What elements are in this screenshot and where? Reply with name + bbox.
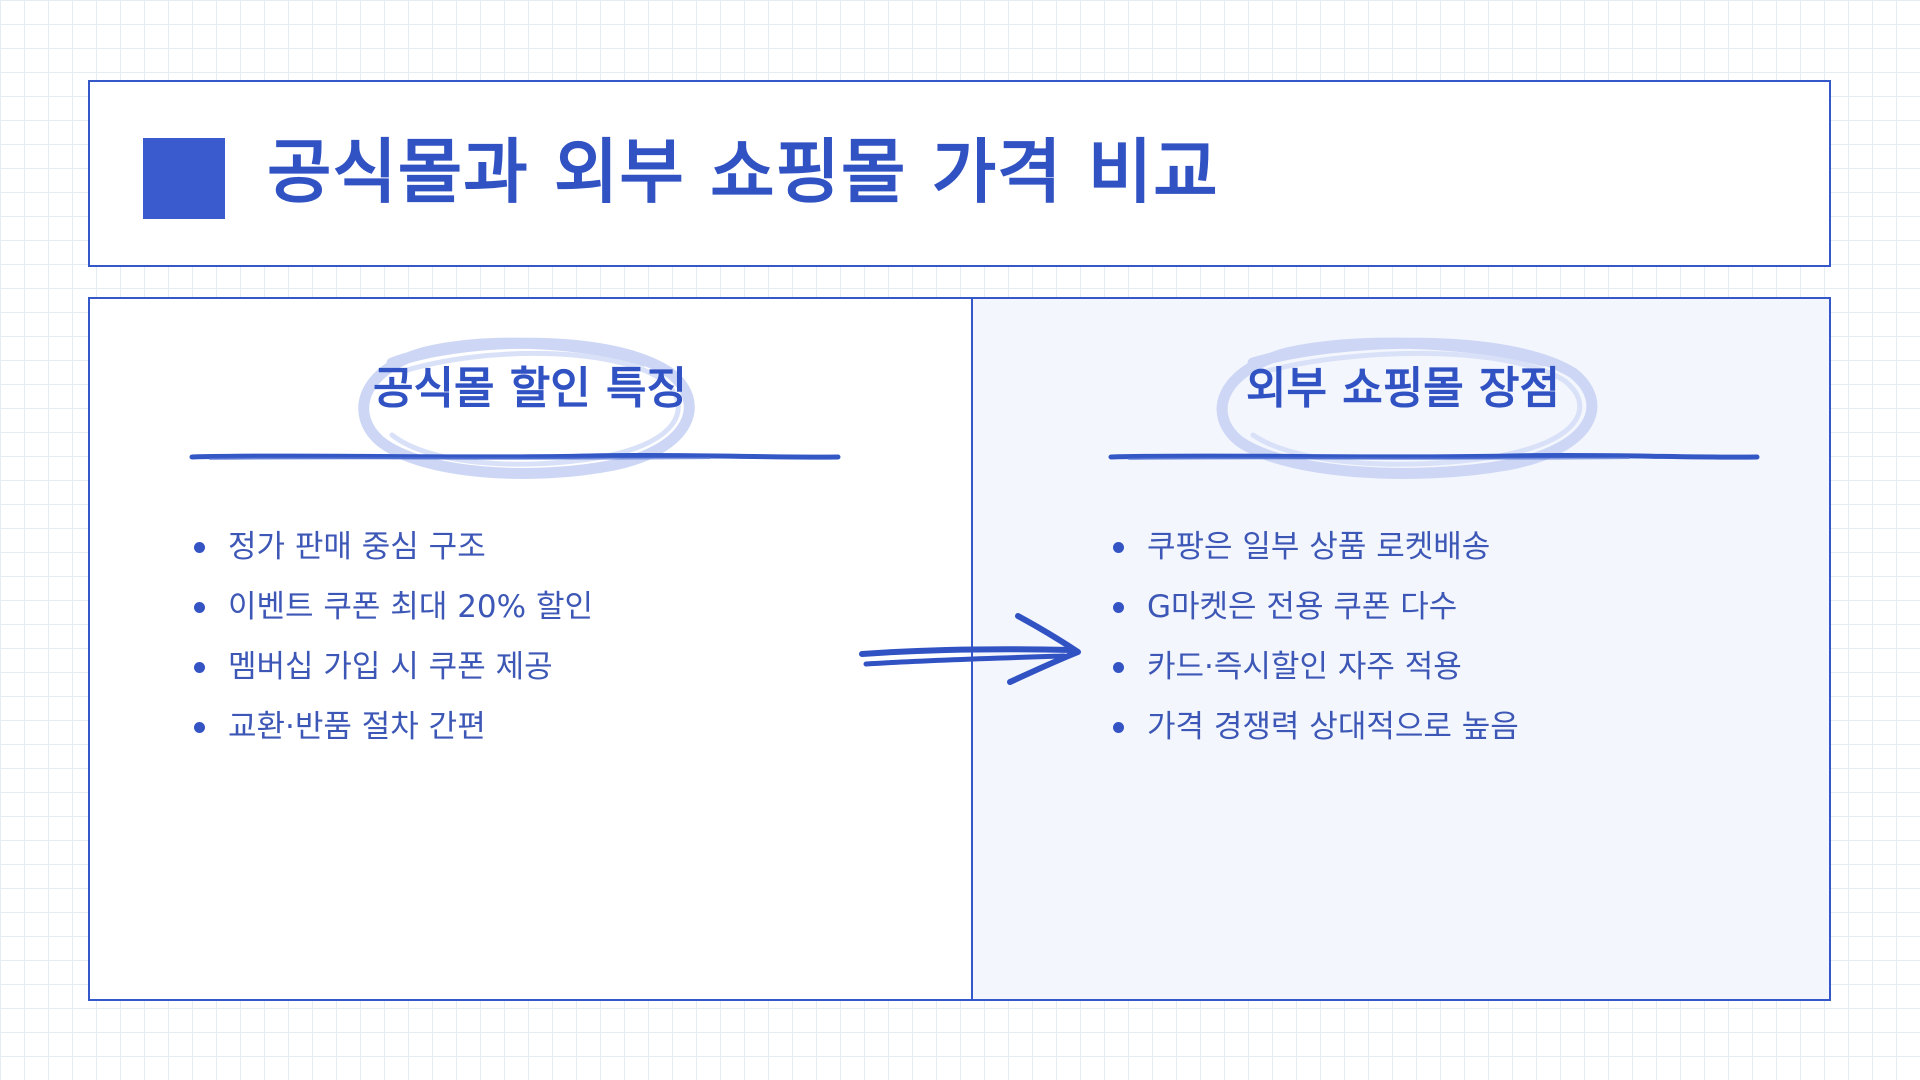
title-banner: 공식몰과 외부 쇼핑몰 가격 비교 — [88, 80, 1831, 267]
list-item: 카드·즉시할인 자주 적용 — [1113, 637, 1519, 697]
bullet-icon — [1113, 722, 1124, 733]
square-marker-icon — [143, 138, 225, 219]
list-item-text: 카드·즉시할인 자주 적용 — [1147, 649, 1462, 685]
list-item-text: 교환·반품 절차 간편 — [228, 709, 486, 745]
list-item: 쿠팡은 일부 상품 로켓배송 — [1113, 517, 1519, 577]
panel-heading: 공식몰 할인 특징 — [373, 363, 687, 414]
page-title: 공식몰과 외부 쇼핑몰 가격 비교 — [267, 131, 1219, 213]
comparison-box: 공식몰 할인 특징 정가 판매 중심 구조 이벤트 쿠폰 최대 20% 할인 멤… — [88, 297, 1831, 1001]
list-item-text: G마켓은 전용 쿠폰 다수 — [1147, 589, 1458, 625]
highlight-ring-icon — [1216, 337, 1598, 479]
bullet-icon — [194, 602, 205, 613]
list-item: 가격 경쟁력 상대적으로 높음 — [1113, 697, 1519, 757]
bullet-icon — [1113, 662, 1124, 673]
hand-drawn-arrow-right-icon — [859, 613, 1081, 685]
list-item: 멤버십 가입 시 쿠폰 제공 — [194, 637, 593, 697]
list-item-text: 멤버십 가입 시 쿠폰 제공 — [228, 649, 553, 685]
list-item-text: 정가 판매 중심 구조 — [228, 529, 486, 565]
bullet-icon — [1113, 542, 1124, 553]
list-item: 이벤트 쿠폰 최대 20% 할인 — [194, 577, 593, 637]
highlight-ring-icon — [358, 337, 695, 479]
list-item-text: 가격 경쟁력 상대적으로 높음 — [1147, 709, 1519, 745]
brush-underline-icon — [189, 452, 841, 460]
panel-heading: 외부 쇼핑몰 장점 — [1246, 363, 1560, 414]
list-item: 정가 판매 중심 구조 — [194, 517, 593, 577]
official-store-panel: 공식몰 할인 특징 정가 판매 중심 구조 이벤트 쿠폰 최대 20% 할인 멤… — [90, 299, 973, 999]
bullet-icon — [194, 722, 205, 733]
advantage-list: 쿠팡은 일부 상품 로켓배송 G마켓은 전용 쿠폰 다수 카드·즉시할인 자주 … — [1113, 517, 1519, 757]
list-item: G마켓은 전용 쿠폰 다수 — [1113, 577, 1519, 637]
list-item-text: 쿠팡은 일부 상품 로켓배송 — [1147, 529, 1491, 565]
bullet-icon — [194, 542, 205, 553]
bullet-icon — [194, 662, 205, 673]
bullet-icon — [1113, 602, 1124, 613]
list-item: 교환·반품 절차 간편 — [194, 697, 593, 757]
external-store-panel: 외부 쇼핑몰 장점 쿠팡은 일부 상품 로켓배송 G마켓은 전용 쿠폰 다수 카… — [973, 299, 1829, 999]
brush-underline-icon — [1108, 452, 1760, 460]
list-item-text: 이벤트 쿠폰 최대 20% 할인 — [228, 589, 593, 625]
feature-list: 정가 판매 중심 구조 이벤트 쿠폰 최대 20% 할인 멤버십 가입 시 쿠폰… — [194, 517, 593, 757]
